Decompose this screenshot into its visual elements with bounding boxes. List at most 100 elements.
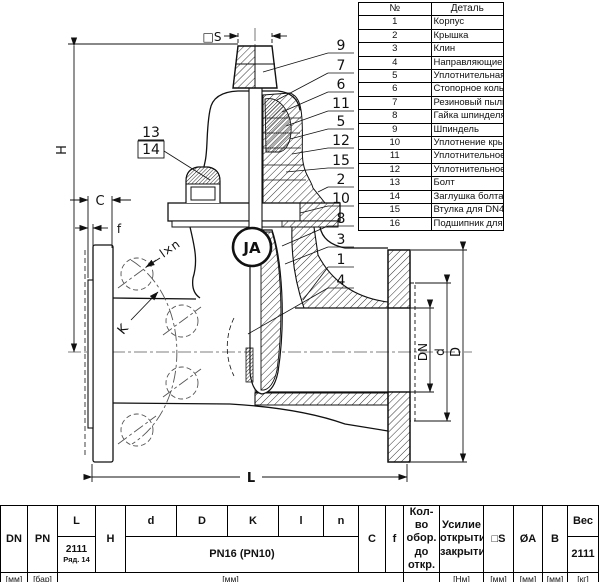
callout-13-14: 13 14 bbox=[137, 125, 211, 181]
part-num: 11 bbox=[358, 149, 432, 164]
parts-col-name: Деталь bbox=[430, 1, 504, 17]
spec-l-row: Ряд. 14 bbox=[63, 554, 90, 564]
callout-6: 6 bbox=[337, 77, 346, 93]
part-name: Направляющие клина bbox=[430, 55, 504, 71]
unit-weight: [кг] bbox=[567, 571, 599, 582]
spec-col-big-d: D bbox=[176, 504, 228, 538]
spec-col-weight: Вес bbox=[567, 504, 599, 538]
spec-header-row-1: DN PN L H d D K l n C f Кол-во обор. до … bbox=[0, 504, 599, 573]
spec-col-c: C bbox=[358, 505, 386, 573]
part-num: 12 bbox=[358, 162, 432, 178]
dim-h: H bbox=[55, 145, 70, 155]
part-name: Болт bbox=[430, 176, 504, 191]
callouts bbox=[247, 52, 354, 335]
parts-table-header: № Деталь bbox=[358, 1, 504, 17]
part-num: 9 bbox=[358, 122, 432, 138]
part-num: 7 bbox=[358, 95, 432, 111]
dim-square-s: □S bbox=[203, 30, 222, 44]
stem bbox=[232, 45, 278, 256]
part-num: 6 bbox=[358, 82, 432, 97]
callout-3: 3 bbox=[337, 232, 346, 248]
dim-big-d: D bbox=[449, 347, 464, 357]
callout-15: 15 bbox=[332, 153, 350, 169]
unit-force: [Нм] bbox=[439, 571, 484, 582]
callout-12: 12 bbox=[332, 133, 350, 149]
callout-4: 4 bbox=[337, 273, 346, 289]
callout-14: 14 bbox=[142, 142, 160, 158]
spec-col-s: □S bbox=[483, 505, 514, 573]
part-num: 13 bbox=[358, 176, 432, 191]
callout-2: 2 bbox=[337, 172, 346, 188]
part-num: 15 bbox=[358, 203, 432, 218]
callout-numbers: 9 7 6 11 5 12 15 2 10 8 3 1 4 bbox=[332, 38, 350, 289]
body-section-hatch bbox=[254, 226, 389, 406]
bolt-holes bbox=[117, 257, 202, 447]
spec-units-row: [мм] [бар] [мм] [Нм] [мм] [мм] [мм] [кг] bbox=[0, 571, 599, 582]
spec-col-f: f bbox=[385, 505, 404, 573]
callout-8: 8 bbox=[337, 211, 346, 227]
spec-col-b: B bbox=[542, 505, 568, 573]
unit-b: [мм] bbox=[542, 571, 568, 582]
spec-col-n: n bbox=[323, 504, 359, 538]
part-name: Уплотнительное кольцо bbox=[430, 162, 504, 178]
spec-col-h: H bbox=[95, 505, 126, 573]
dim-d: d bbox=[433, 348, 447, 356]
spec-col-pn: PN bbox=[27, 505, 58, 573]
dim-f: f bbox=[117, 222, 122, 236]
unit-pn: [бар] bbox=[27, 571, 58, 582]
callout-13: 13 bbox=[142, 125, 160, 141]
dim-c: C bbox=[95, 194, 104, 209]
part-name: Резиновый пыльник bbox=[430, 95, 504, 111]
part-name: Корпус bbox=[430, 15, 504, 30]
part-name: Уплотнительное кольцо bbox=[430, 149, 504, 164]
unit-oa: [мм] bbox=[513, 571, 543, 582]
part-num: 1 bbox=[358, 15, 432, 30]
dim-lxn: l×n bbox=[157, 237, 182, 261]
part-name: Гайка шпинделя bbox=[430, 109, 504, 124]
spec-weight-series: 2111 bbox=[567, 536, 599, 573]
part-name: Заглушка болта bbox=[430, 189, 504, 205]
callout-5: 5 bbox=[337, 114, 346, 130]
part-num: 8 bbox=[358, 109, 432, 124]
unit-turns bbox=[403, 571, 440, 582]
part-num: 5 bbox=[358, 69, 432, 84]
part-name: Уплотнительная пробка bbox=[430, 69, 504, 84]
gate-valve-drawing: JA bbox=[55, 28, 472, 486]
spec-col-l-sub: 2111 Ряд. 14 bbox=[57, 536, 96, 573]
unit-dn: [мм] bbox=[0, 571, 28, 582]
part-name: Стопорное кольцо bbox=[430, 82, 504, 97]
part-num: 4 bbox=[358, 55, 432, 71]
part-name: Втулка для DN40-350 bbox=[430, 203, 504, 218]
part-name: Крышка bbox=[430, 28, 504, 44]
left-flange bbox=[84, 244, 114, 463]
spec-l-series: 2111 bbox=[65, 543, 88, 555]
spec-col-force: Усилие открытия/ закрытия bbox=[439, 505, 484, 573]
callout-11: 11 bbox=[332, 96, 350, 112]
callout-1: 1 bbox=[337, 252, 346, 268]
part-num: 16 bbox=[358, 216, 432, 231]
callout-10: 10 bbox=[332, 191, 350, 207]
part-name: Уплотнение крышки bbox=[430, 136, 504, 151]
spec-col-small-l: l bbox=[278, 504, 324, 538]
part-num: 10 bbox=[358, 136, 432, 151]
part-name: Шпиндель bbox=[430, 122, 504, 138]
parts-col-num: № bbox=[358, 1, 432, 17]
unit-s: [мм] bbox=[483, 571, 514, 582]
spec-col-k: K bbox=[227, 504, 279, 538]
spec-col-oa: ØA bbox=[513, 505, 543, 573]
